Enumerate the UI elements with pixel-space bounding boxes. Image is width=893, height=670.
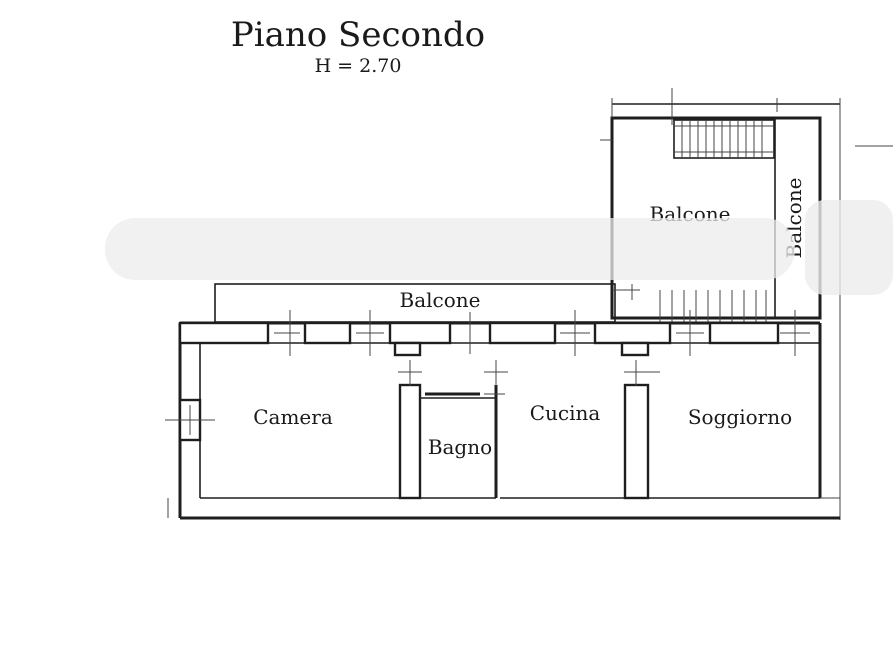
room-label-camera: Camera bbox=[253, 405, 333, 429]
floor-title: Piano Secondo bbox=[231, 15, 485, 55]
blurred-band-right bbox=[805, 200, 893, 295]
stair-bottom bbox=[659, 290, 767, 322]
ceiling-height: H = 2.70 bbox=[315, 55, 402, 77]
main-building bbox=[165, 310, 840, 520]
front-balcony: Balcone bbox=[214, 283, 640, 323]
room-label-cucina: Cucina bbox=[530, 401, 601, 425]
room-label-bagno: Bagno bbox=[428, 435, 492, 459]
room-label-soggiorno: Soggiorno bbox=[688, 405, 792, 429]
blurred-band bbox=[105, 218, 795, 280]
stair-top bbox=[673, 119, 775, 159]
room-label-balcone-front: Balcone bbox=[400, 288, 481, 312]
